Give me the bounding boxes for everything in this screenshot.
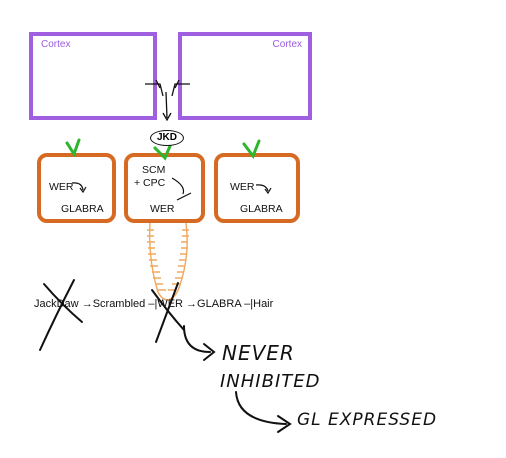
epidermal-cell-left: WER GLABRA [37, 153, 116, 223]
cortex-label-left: Cortex [41, 39, 71, 50]
pathway-jackdaw: JackDaw [34, 298, 79, 310]
jkd-badge: JKD [150, 130, 184, 146]
cortex-signal-arrows [145, 79, 190, 122]
cell-curved-arrows [71, 177, 272, 201]
cross-out-marks [39, 279, 185, 351]
squiggle-connector [147, 222, 189, 301]
check-icon-left [65, 138, 81, 158]
cell-middle-cpc: + CPC [134, 177, 166, 189]
check-mark-icons [65, 138, 261, 161]
cross-jackdaw [39, 279, 75, 351]
pathway-hair: Hair [253, 298, 274, 310]
pathway-wer: WER [157, 298, 183, 310]
pathway-inhibit-bar: –| [148, 298, 158, 310]
annotation-inhibited: INHIBITED [220, 371, 321, 392]
cell-middle-scm: SCM [142, 164, 166, 176]
cross-scrambled-2 [151, 289, 185, 331]
cortex-cell-left: Cortex [29, 32, 157, 120]
pathway-glabra: GLABRA [197, 298, 242, 310]
handwritten-arrows [183, 325, 292, 433]
cell-right-wer: WER [230, 181, 255, 193]
cell-right-glabra: GLABRA [240, 203, 283, 215]
pathway-inhibit: –| [244, 298, 254, 310]
cortex-label-right: Cortex [272, 39, 302, 50]
cortex-cell-right: Cortex [178, 32, 312, 120]
epidermal-cell-middle: SCM + CPC WER [124, 153, 205, 223]
cross-jackdaw-2 [43, 283, 83, 323]
cross-scrambled [155, 282, 179, 343]
pathway-arrow-1: → [81, 298, 93, 310]
check-icon-middle [153, 144, 172, 161]
check-icon-right [242, 139, 261, 160]
pathway-scrambled: Scrambled [92, 298, 146, 310]
annotation-gl-expressed: GL EXPRESSED [297, 410, 438, 430]
pathway-arrow-2: → [186, 298, 198, 310]
annotation-never: NEVER [222, 341, 295, 365]
cell-middle-wer: WER [150, 203, 175, 215]
pathway-line: JackDaw →Scrambled –|WER →GLABRA –|Hair [34, 298, 273, 310]
cell-left-glabra: GLABRA [61, 203, 104, 215]
cell-left-wer: WER [49, 181, 74, 193]
epidermal-cell-right: WER GLABRA [214, 153, 300, 223]
